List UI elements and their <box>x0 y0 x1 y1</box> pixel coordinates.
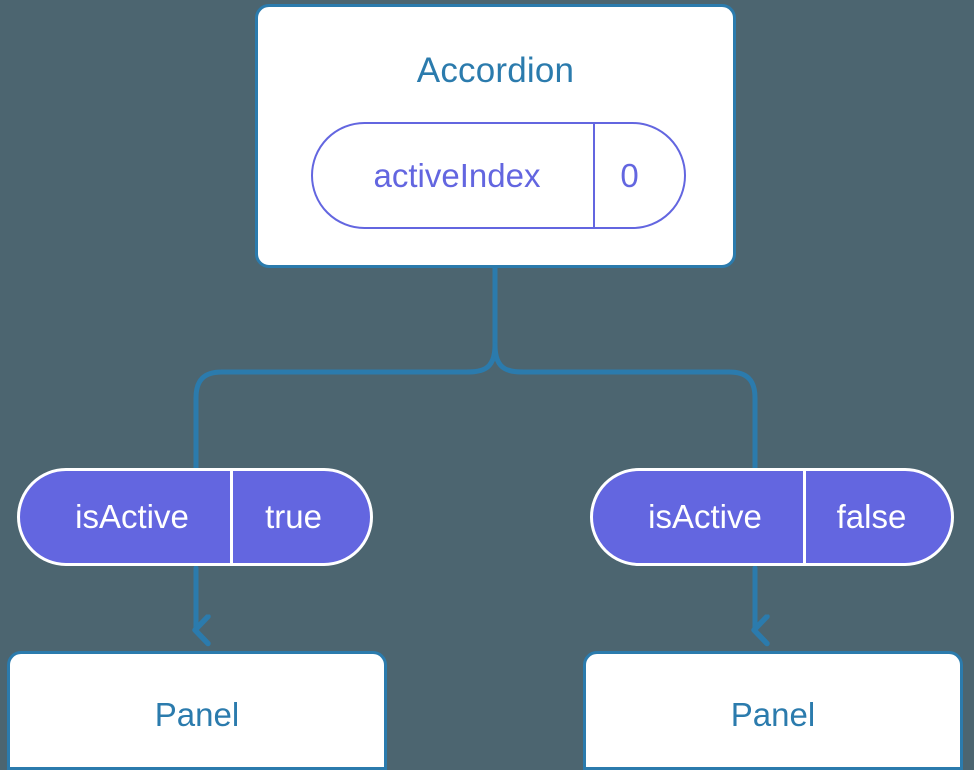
component-card-panel-right[interactable]: Panel <box>583 651 963 770</box>
component-card-panel-left[interactable]: Panel <box>7 651 387 770</box>
panel-title: Panel <box>730 696 816 733</box>
prop-value-label: true <box>265 498 322 535</box>
prop-key-label: isActive <box>593 471 806 563</box>
state-key-label: activeIndex <box>313 124 595 227</box>
edge-split-to-left-prop <box>193 342 498 471</box>
accordion-title: Accordion <box>416 51 575 90</box>
panel-title: Panel <box>154 696 240 733</box>
prop-value-label: false <box>836 498 907 535</box>
prop-key-label: isActive <box>20 471 233 563</box>
state-badge-active-index[interactable]: activeIndex 0 <box>311 122 686 229</box>
prop-badge-is-active-right[interactable]: isActive false <box>590 468 954 566</box>
prop-badge-is-active-left[interactable]: isActive true <box>17 468 373 566</box>
component-card-accordion[interactable]: Accordion activeIndex 0 <box>255 4 736 268</box>
edge-split-to-right-prop <box>492 342 758 471</box>
state-value-label: 0 <box>620 156 639 194</box>
